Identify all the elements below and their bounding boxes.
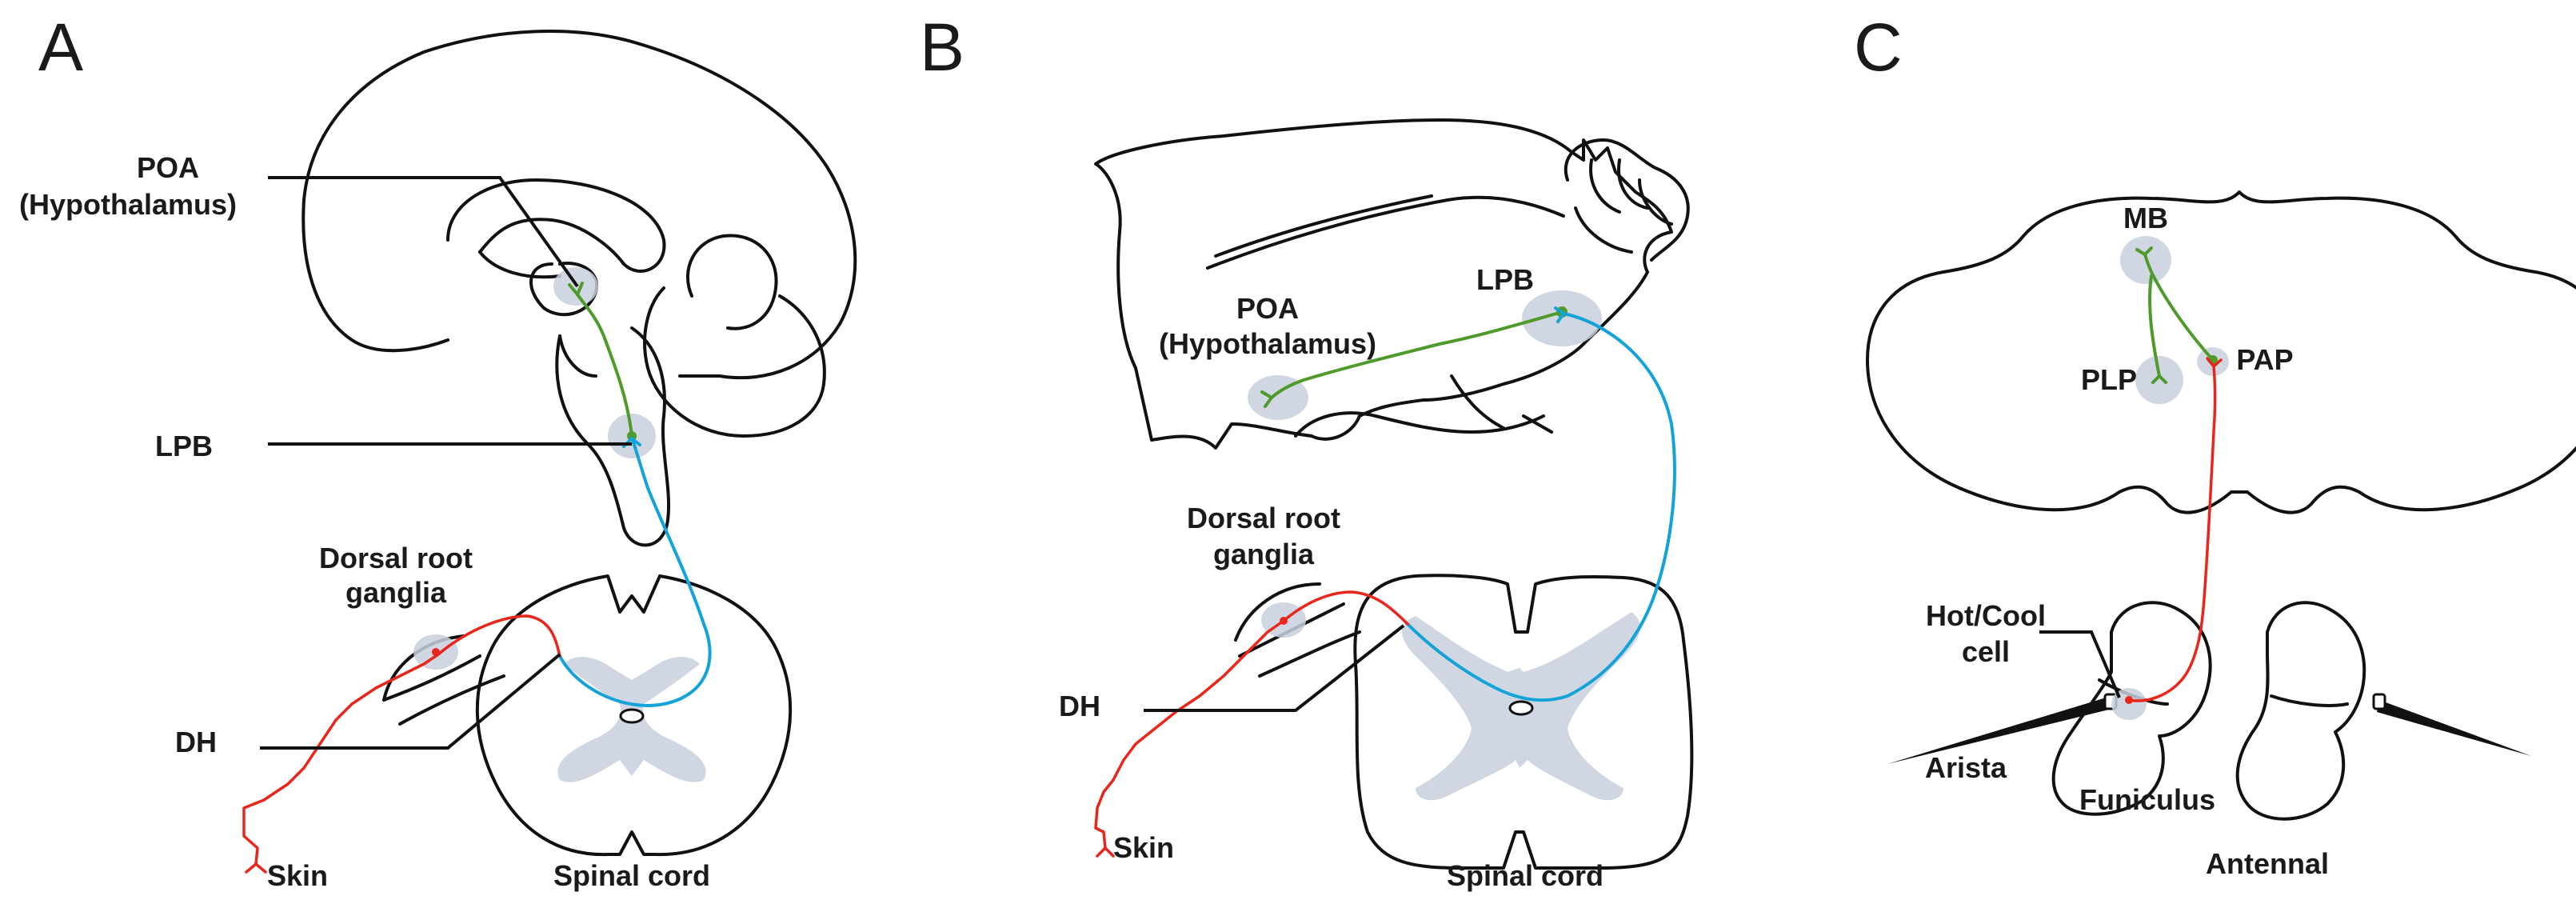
panel-b-green-terminal [1260,390,1273,408]
panel-c-right-arista-base [2372,693,2386,710]
panel-c-antennal-label: Antennal [2206,847,2329,880]
panel-b-hypothalamus [1294,411,1545,438]
panel-a-lpb-label: LPB [155,430,213,462]
panel-b-red-soma [1280,617,1288,625]
panel-b-inner-curve [1450,374,1553,434]
panel-a-drg-label: Dorsal root [319,542,473,574]
panel-a-green-neuron [576,293,633,438]
panel-b-callosum-lower [1214,194,1433,258]
panel-b-spinal-cord-outline [1353,574,1694,870]
panel-a-poa-sublabel: (Hypothalamus) [19,188,237,221]
panel-a-drg-outline [382,634,505,726]
panel-b-drg-label: Dorsal root [1187,502,1340,534]
panel-c-hotcool-sublabel: cell [1962,635,2010,668]
panel-c-green-neuron-to-plp [2148,274,2161,378]
panel-c-green-terminal-mb [2135,246,2153,256]
panel-b-cerebellum [1564,138,1690,262]
panel-c-red-terminal [2206,357,2223,368]
panel-a-brain-outline [302,30,857,380]
panel-c-red-soma [2125,696,2133,704]
panel-c-arista-label: Arista [1925,751,2007,784]
panel-b-dh-pointer [1144,624,1405,712]
panel-c-green-neuron-to-mb [2143,253,2215,362]
panel-b: B POA (Hypothalamus) [920,10,1694,892]
panel-a-green-terminal [568,282,584,296]
panel-a-letter: A [38,10,83,85]
panel-c-green-terminal-plp [2151,374,2167,384]
panel-c-hotcool-label: Hot/Cool [1926,599,2046,632]
panel-a: A [19,10,857,892]
panel-b-blue-terminal [1554,306,1565,323]
panel-a-red-skin-ending [245,862,267,874]
panel-c-red-neuron [2127,365,2217,702]
panel-c-funiculus-label: Funiculus [2079,783,2215,816]
panel-c-hotcool-pointer [2039,630,2121,698]
panel-a-dh-label: DH [175,726,217,758]
panel-b-poa-sublabel: (Hypothalamus) [1159,327,1376,360]
panel-c: C MB PLP PAP Hot/Coo [1854,10,2576,880]
panel-a-inner-curve [478,250,561,279]
panel-c-fly-brain-outline [1866,190,2576,514]
panel-b-red-skin-ending [1096,846,1115,858]
panel-c-left-arista [1887,696,2115,764]
panel-a-spinal-cord-label: Spinal cord [553,859,710,892]
panel-b-brain-outline [1094,118,1673,450]
panel-a-callosum [446,178,666,273]
panel-a-central-canal [619,708,645,724]
panel-a-red-soma [432,648,440,656]
panel-c-right-antenna-joint [2270,694,2349,707]
panel-b-red-neuron [1094,590,1409,850]
panel-c-mb-label: MB [2123,202,2168,234]
panel-b-skin-label: Skin [1113,831,1174,864]
panel-c-plp-label: PLP [2081,363,2137,396]
panel-a-hypothalamus-outline [558,334,597,378]
panel-a-spinal-cord-outline [475,574,793,857]
panel-b-poa-region [1248,375,1308,420]
panel-a-drg-sublabel: ganglia [345,576,447,609]
panel-c-letter: C [1854,10,1903,85]
panel-b-blue-neuron [1406,312,1676,702]
panel-a-poa-pointer [268,176,579,288]
panel-c-plp-region [2135,356,2183,404]
panel-b-green-neuron [1270,310,1564,399]
panel-c-pap-label: PAP [2236,343,2293,376]
panel-c-right-antenna [2235,601,2366,821]
panel-b-drg-sublabel: ganglia [1213,538,1315,570]
panel-a-red-neuron [242,614,561,866]
panel-a-blue-neuron [558,437,712,707]
panel-a-thalamus [529,262,599,317]
panel-a-dh-pointer [260,653,561,750]
panel-b-central-canal [1508,700,1534,716]
panel-c-right-arista [2377,700,2531,756]
panel-b-dh-label: DH [1059,690,1100,722]
panel-b-letter: B [920,10,965,85]
panel-a-brainstem [555,326,671,547]
panel-b-poa-label: POA [1236,292,1299,325]
panel-b-callosum [1206,195,1565,270]
panel-a-cerebellum-lobe [686,234,778,330]
panel-b-cerebellum-folds [1574,158,1673,254]
panel-a-skin-label: Skin [267,859,328,892]
panel-b-lpb-label: LPB [1476,263,1534,296]
panel-a-cerebellum-outline [643,286,826,438]
panel-b-spinal-cord-label: Spinal cord [1447,859,1604,892]
panel-a-poa-label: POA [137,151,199,184]
